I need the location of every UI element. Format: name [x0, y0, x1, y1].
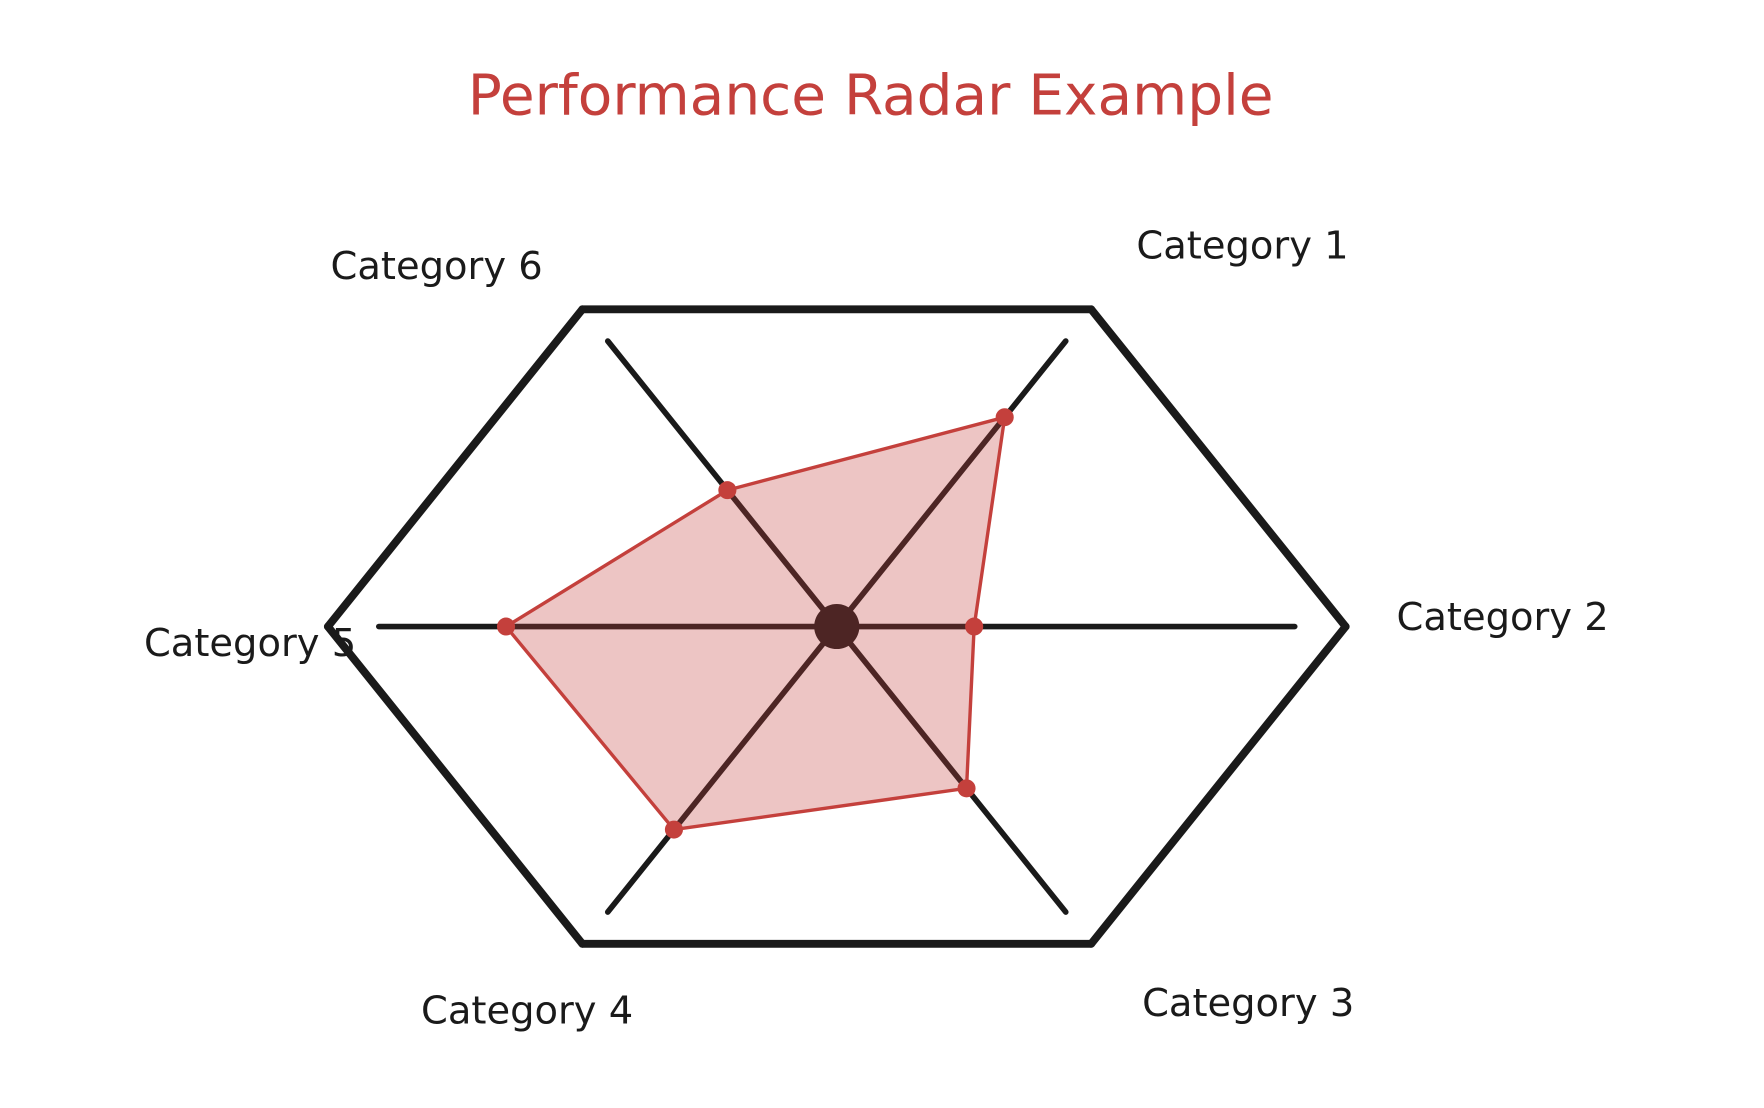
- data-point-6: [718, 481, 737, 500]
- data-point-1: [995, 408, 1014, 427]
- category-label-6: Category 6: [331, 244, 543, 289]
- axis-spoke-3: [833, 623, 1069, 915]
- center-dot: [814, 604, 860, 650]
- axis-spoke-1: [833, 338, 1069, 630]
- category-label-1: Category 1: [1136, 224, 1348, 269]
- series-area: [503, 414, 1007, 832]
- category-label-4: Category 4: [421, 989, 633, 1034]
- chart-title: Performance Radar Example: [468, 64, 1274, 129]
- hexagon-edge: [1087, 305, 1350, 631]
- data-point-3: [957, 779, 976, 798]
- data-point-4: [664, 820, 683, 839]
- category-label-2: Category 2: [1397, 595, 1609, 640]
- category-label-3: Category 3: [1142, 981, 1354, 1026]
- hexagon-edge: [1087, 622, 1350, 948]
- hexagon-edge: [323, 622, 587, 948]
- hexagon-edge: [323, 305, 587, 631]
- category-label-5: Category 5: [144, 621, 356, 666]
- data-point-5: [496, 617, 516, 636]
- data-point-2: [965, 617, 984, 636]
- axis-spoke-4: [604, 623, 840, 915]
